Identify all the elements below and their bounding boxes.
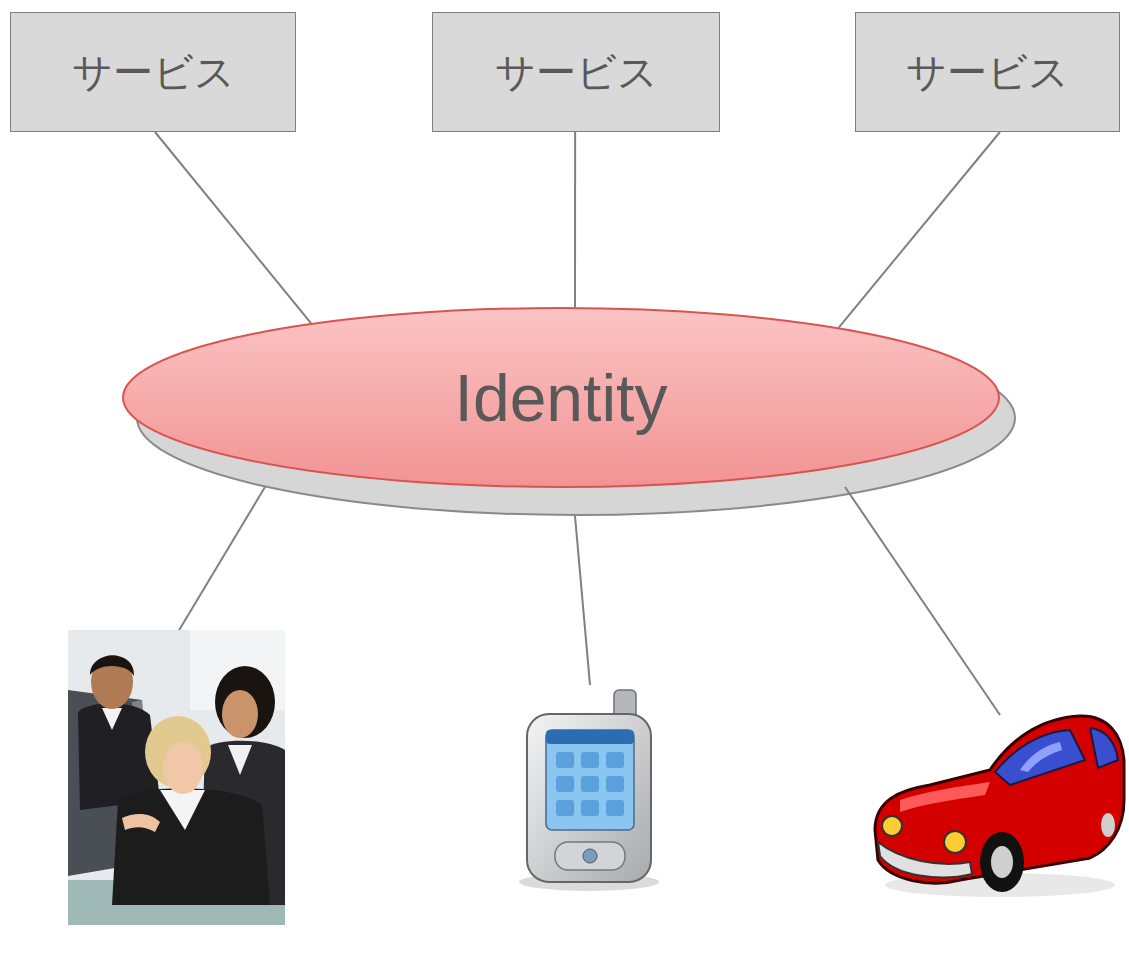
car-icon (875, 716, 1124, 897)
service-box: サービス (855, 12, 1120, 132)
people-photo (68, 630, 285, 925)
connector-line (574, 132, 576, 307)
service-box: サービス (432, 12, 720, 132)
node-label: サービス (72, 45, 235, 100)
connector-line (839, 132, 1000, 328)
node-label: Identity (455, 360, 668, 436)
leader-line (575, 516, 590, 685)
leader-line (178, 487, 265, 632)
connector-line (155, 132, 311, 323)
service-box: サービス (10, 12, 296, 132)
node-label: サービス (495, 45, 658, 100)
phone-icon (519, 690, 659, 891)
ellipse-shape (123, 308, 999, 487)
node-label: サービス (906, 45, 1069, 100)
identity-ellipse: Identity (122, 307, 1000, 488)
leader-line (845, 487, 1000, 715)
